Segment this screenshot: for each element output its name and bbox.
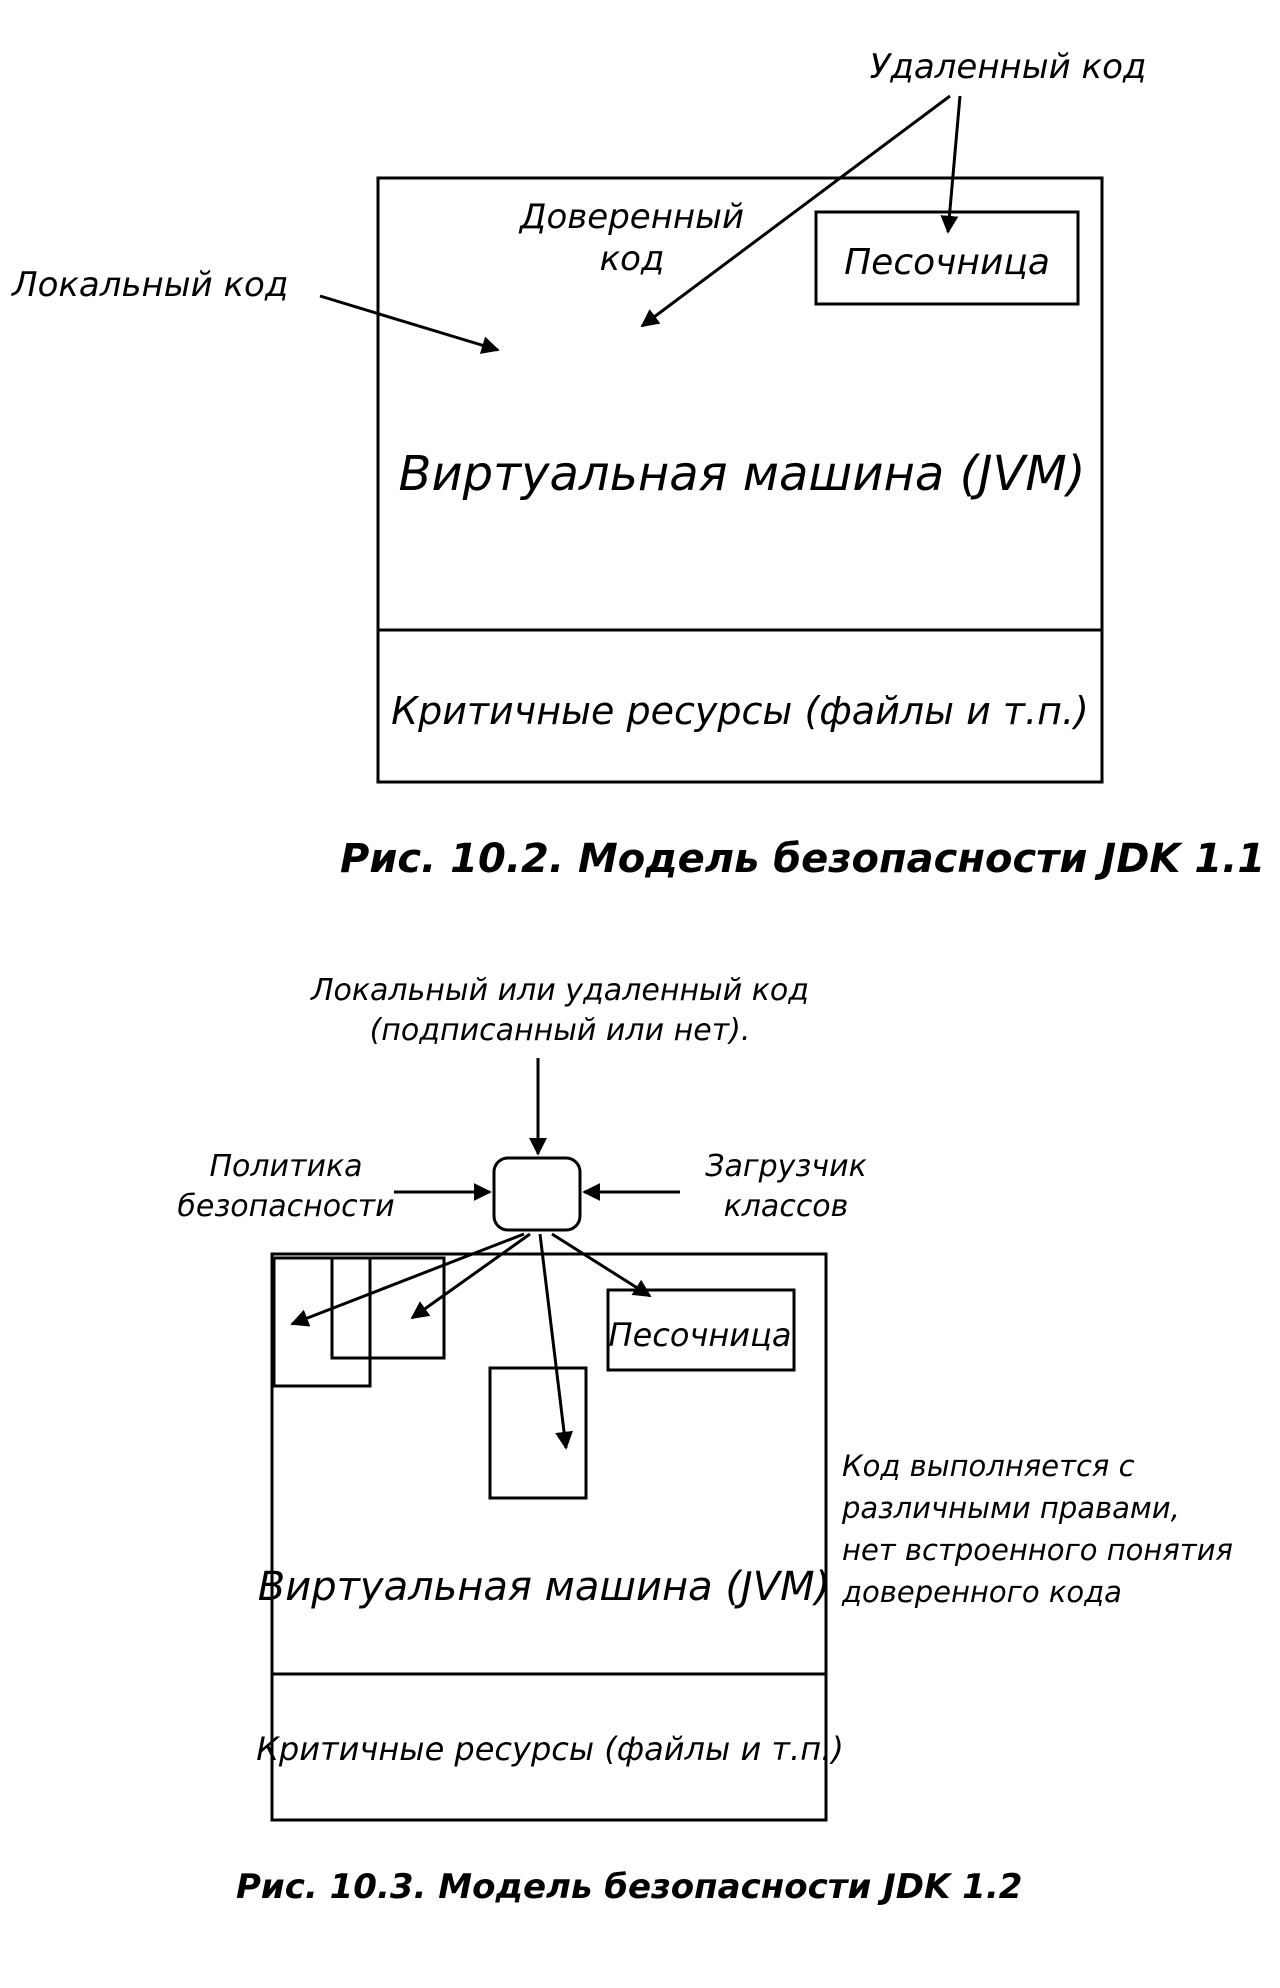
domain-1-arrow	[290, 1232, 525, 1327]
note-line3: нет встроенного понятия	[842, 1533, 1233, 1567]
figure-jdk-1-1: Удаленный код Доверенный код Локальный к…	[10, 47, 1265, 882]
note-line4: доверенного кода	[841, 1575, 1122, 1609]
trusted-code-label-line2: код	[600, 239, 665, 279]
code-source-label-line1: Локальный или удаленный код	[310, 973, 809, 1008]
critical-resources-box	[376, 628, 1104, 784]
domain-2-arrow	[410, 1232, 531, 1320]
class-loader-label-line1: Загрузчик	[705, 1149, 866, 1184]
critical-resources-box	[270, 1672, 828, 1822]
jvm-label: Виртуальная машина (JVM)	[258, 1564, 830, 1610]
trusted-code-label-line1: Доверенный	[518, 197, 744, 237]
code-source-label-line2: (подписанный или нет).	[370, 1013, 751, 1048]
class-loading-box	[492, 1156, 582, 1232]
local-code-label: Локальный код	[10, 265, 288, 305]
critical-resources-label: Критичные ресурсы (файлы и т.п.)	[256, 1730, 844, 1768]
figure-caption: Рис. 10.2. Модель безопасности JDK 1.1	[340, 836, 1265, 882]
local-code-arrow	[319, 294, 500, 354]
domain-3-arrow	[538, 1233, 573, 1450]
class-loader-label-line2: классов	[724, 1189, 849, 1224]
sandbox-label: Песочница	[609, 1316, 792, 1354]
sandbox-box	[606, 1288, 796, 1372]
sandbox-arrow	[551, 1232, 652, 1298]
sandbox-box	[814, 210, 1080, 306]
remote-code-label: Удаленный код	[870, 47, 1147, 87]
remote-to-trusted-arrow	[640, 94, 951, 328]
note-line1: Код выполняется с	[842, 1449, 1135, 1483]
critical-resources-label: Критичные ресурсы (файлы и т.п.)	[391, 689, 1089, 733]
sandbox-label: Песочница	[844, 242, 1050, 283]
jvm-label: Виртуальная машина (JVM)	[399, 446, 1086, 502]
security-policy-label-line1: Политика	[209, 1149, 362, 1184]
figure-caption: Рис. 10.3. Модель безопасности JDK 1.2	[236, 1867, 1022, 1907]
security-policy-label-line2: безопасности	[177, 1189, 394, 1224]
remote-to-sandbox-arrow	[940, 95, 962, 234]
figure-jdk-1-2: Локальный или удаленный код (подписанный…	[177, 973, 1233, 1907]
protection-domain-box-3	[488, 1366, 588, 1500]
note-line2: различными правами,	[841, 1491, 1180, 1525]
protection-domain-box-1	[272, 1256, 372, 1388]
